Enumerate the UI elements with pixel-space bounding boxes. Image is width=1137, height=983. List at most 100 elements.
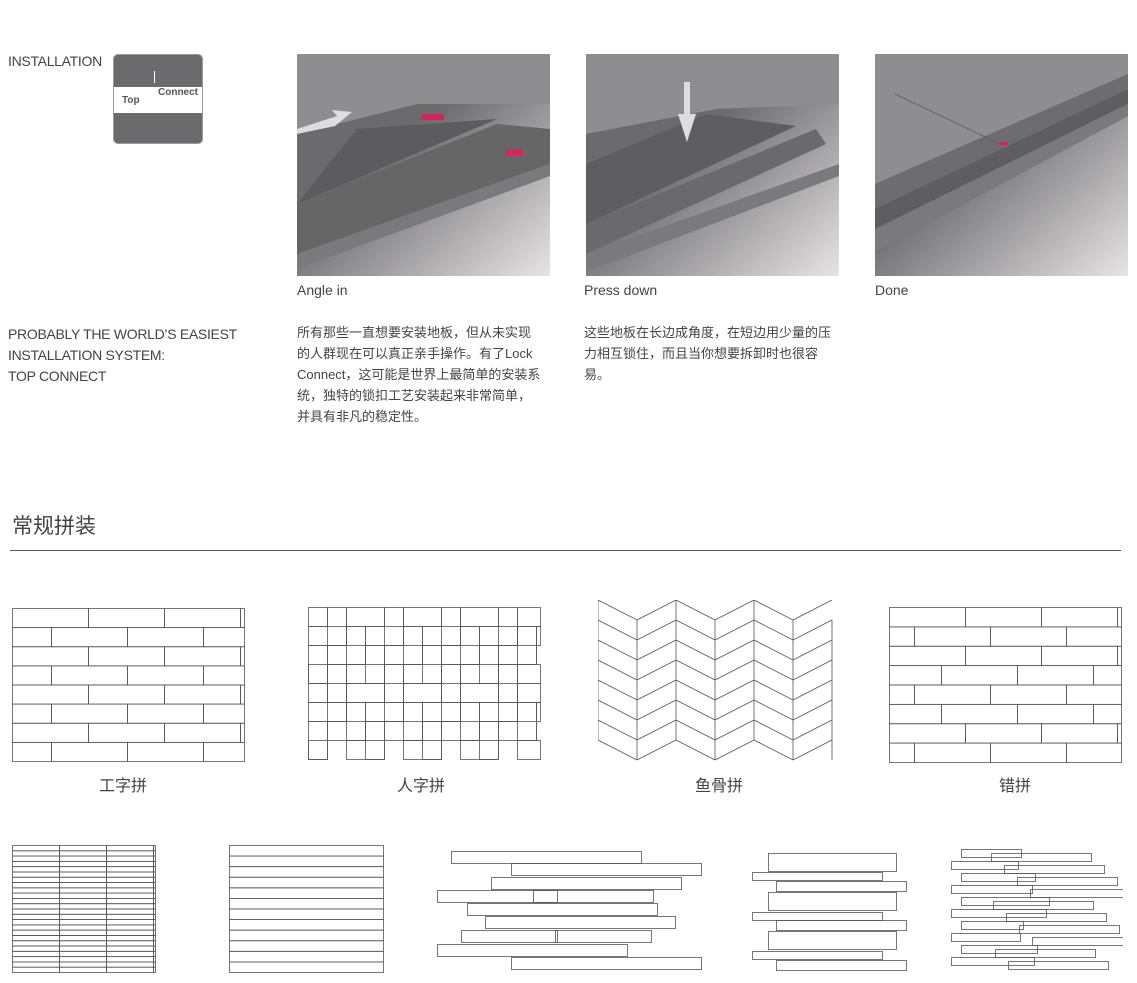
plank-mark <box>59 892 107 899</box>
plank-mark <box>346 683 385 703</box>
plank-mark <box>990 742 1067 763</box>
plank-mark <box>106 966 154 973</box>
plank-mark <box>164 722 241 743</box>
plank-mark <box>308 683 328 703</box>
plank-mark <box>914 626 991 647</box>
plank-mark <box>240 684 245 705</box>
plank-mark <box>517 683 541 703</box>
plank-mark <box>12 684 89 705</box>
plank-mark <box>106 882 154 889</box>
plank-mark <box>106 961 154 968</box>
plank-mark <box>153 956 156 963</box>
plank-mark <box>12 860 60 868</box>
plank-mark <box>889 723 966 744</box>
plank-mark <box>1017 877 1118 886</box>
plank-mark <box>59 945 107 952</box>
plank-mark <box>51 703 128 724</box>
plank-mark <box>308 664 328 684</box>
plank-mark <box>675 600 716 621</box>
plank-mark <box>229 898 384 910</box>
plank-mark <box>153 871 156 878</box>
pattern-grid-diagram <box>12 845 156 973</box>
plank-mark <box>675 639 716 661</box>
plank-mark <box>403 683 442 703</box>
plank-mark <box>153 950 156 958</box>
plank-mark <box>51 741 128 762</box>
plank-mark <box>240 608 245 629</box>
plank-mark <box>636 739 677 761</box>
plank-mark <box>12 665 52 686</box>
plank-mark <box>714 699 755 721</box>
plank-mark <box>675 659 716 681</box>
plank-mark <box>229 887 384 899</box>
pattern-chevron-diagram <box>598 600 833 761</box>
plank-mark <box>106 935 154 942</box>
plank-mark <box>889 703 942 725</box>
plank-mark <box>941 665 1018 686</box>
plank-mark <box>792 600 833 621</box>
plank-mark <box>153 876 156 883</box>
press-down-illustration <box>586 54 839 276</box>
plank-mark <box>1030 889 1123 898</box>
plank-mark <box>675 739 716 761</box>
plank-mark <box>753 659 794 681</box>
plank-mark <box>153 887 156 894</box>
plank-mark <box>768 892 897 911</box>
plank-mark <box>437 890 558 903</box>
pattern-straight-diagram <box>229 845 384 973</box>
plank-mark <box>59 961 107 968</box>
plank-mark <box>1093 665 1122 686</box>
plank-mark <box>88 722 165 743</box>
done-illustration <box>875 54 1128 276</box>
plank-mark <box>792 619 833 641</box>
plank-mark <box>240 646 245 667</box>
plank-mark <box>12 961 60 968</box>
plank-mark <box>1066 684 1122 705</box>
plank-mark <box>752 951 883 960</box>
press-down-description: 这些地板在长边成角度，在短边用少量的压力相互锁住，而且当你想要拆卸时也很容易。 <box>584 325 832 382</box>
plank-mark <box>59 924 107 931</box>
plank-mark <box>403 607 442 627</box>
plank-mark <box>164 684 241 705</box>
plank-mark <box>675 679 716 701</box>
plank-mark <box>714 639 755 661</box>
plank-mark <box>914 684 991 705</box>
angle-in-illustration <box>297 54 550 276</box>
pattern-staggered-diagram <box>889 607 1122 763</box>
badge-connect-label: Connect <box>158 87 198 98</box>
plank-mark <box>636 600 677 621</box>
angle-in-description: 所有那些一直想要安装地板，但从未实现的人群现在可以真正亲手操作。有了Lock C… <box>297 325 541 424</box>
plank-mark <box>59 935 107 942</box>
plank-mark <box>1004 865 1105 874</box>
plank-mark <box>636 719 677 741</box>
plank-mark <box>106 919 154 926</box>
plank-mark <box>776 920 907 931</box>
plank-mark <box>308 740 328 760</box>
plank-mark <box>229 929 384 942</box>
pattern-offset-stack-diagram <box>752 853 907 971</box>
plank-mark <box>636 679 677 701</box>
plank-mark <box>1093 703 1122 725</box>
plank-mark <box>1041 607 1118 628</box>
pattern-loose-planks-diagram <box>437 851 702 970</box>
plank-mark <box>753 739 794 761</box>
plank-mark <box>12 908 60 915</box>
badge-top-label: Top <box>122 95 140 106</box>
plank-mark <box>240 722 245 743</box>
plank-mark <box>403 740 442 760</box>
plank-mark <box>792 679 833 701</box>
plank-mark <box>1066 626 1122 647</box>
plank-mark <box>153 882 156 889</box>
plank-mark <box>153 850 156 857</box>
plank-mark <box>485 916 676 929</box>
plank-mark <box>59 866 107 873</box>
plank-mark <box>153 845 156 852</box>
plank-mark <box>51 665 128 686</box>
plank-mark <box>88 608 165 629</box>
plank-mark <box>12 850 60 857</box>
plank-mark <box>889 626 915 647</box>
plank-mark <box>461 930 558 943</box>
plank-mark <box>106 956 154 963</box>
slogan: PROBABLY THE WORLD’S EASIEST INSTALLATIO… <box>8 324 237 387</box>
plank-mark <box>229 950 384 963</box>
